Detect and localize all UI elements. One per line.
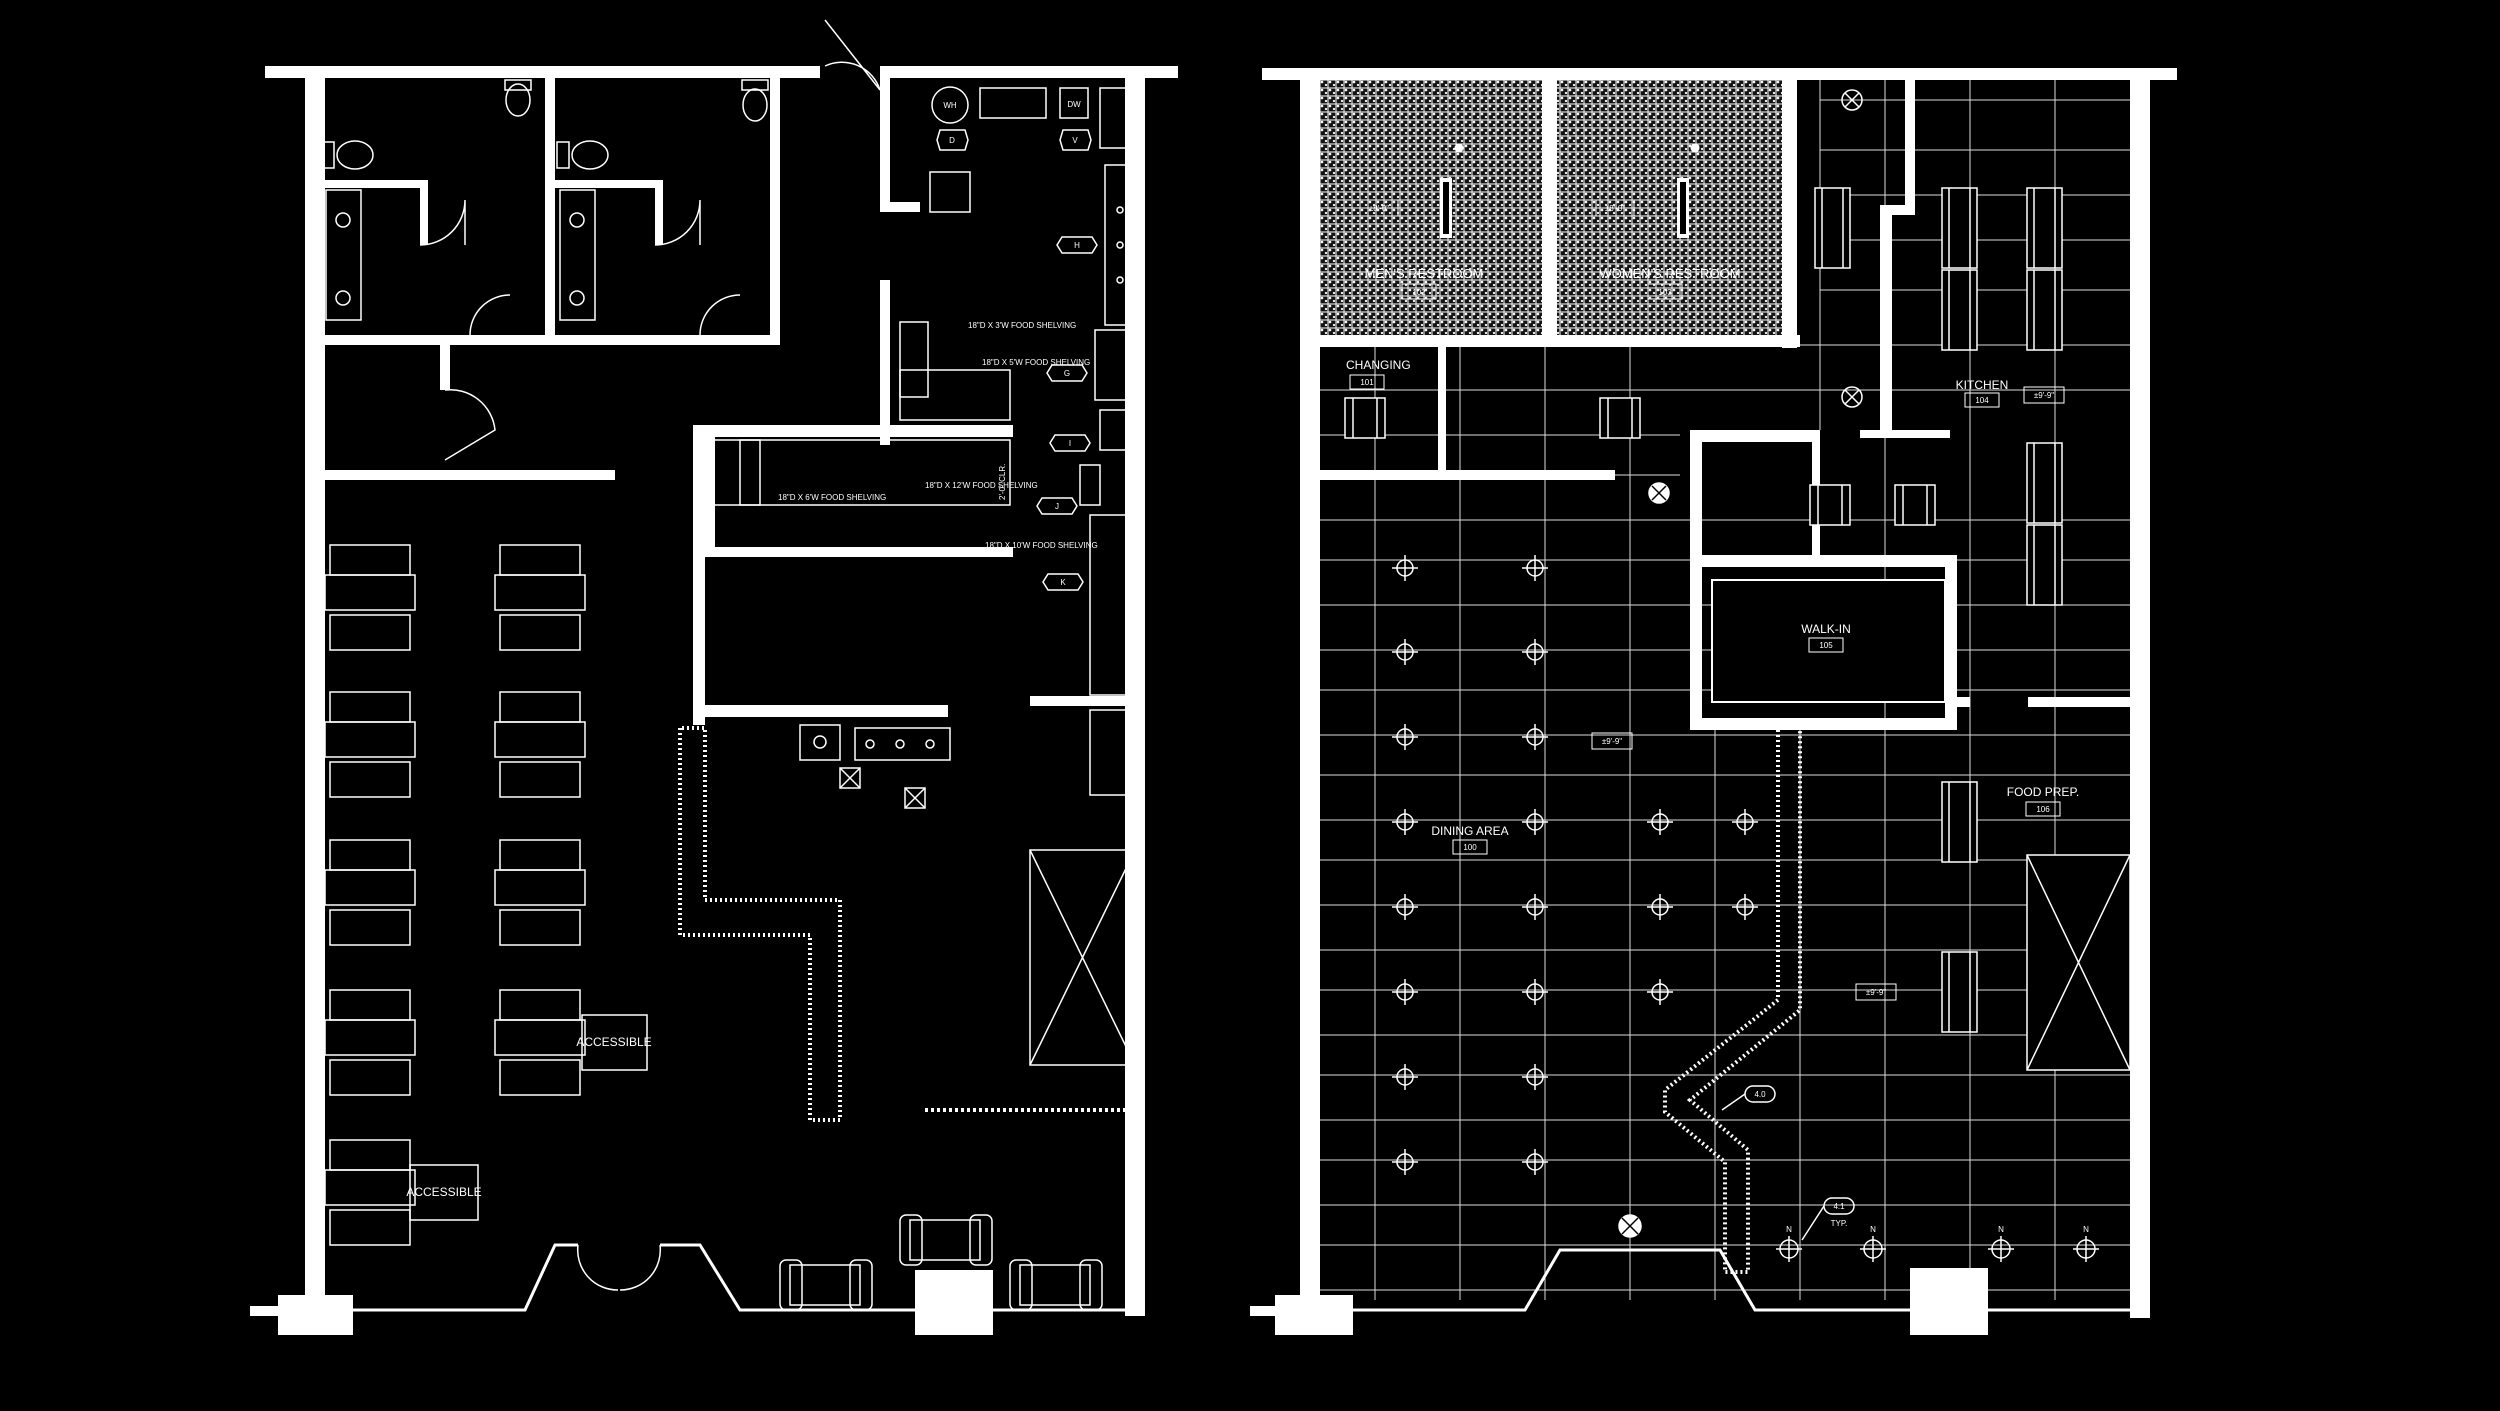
women-restroom-number: 103 — [1658, 288, 1672, 297]
shelving-note-5: 18"D X 10'W FOOD SHELVING — [985, 541, 1098, 550]
callout-4-0: 4.0 — [1754, 1090, 1766, 1099]
north-mark-3: N — [1998, 1225, 2004, 1234]
shelving-notes: 18"D X 3'W FOOD SHELVING 18"D X 5'W FOOD… — [778, 321, 1098, 550]
light-fixture — [1732, 809, 1758, 835]
floor-plan-walls — [250, 66, 1178, 1335]
north-mark-1: N — [1786, 1225, 1792, 1234]
shelving-note-3: 18"D X 12'W FOOD SHELVING — [925, 481, 1038, 490]
food-prep-number: 106 — [2036, 805, 2050, 814]
men-restroom-ceiling — [1320, 80, 1542, 335]
service-counter — [678, 726, 842, 1122]
light-fixture — [1522, 809, 1548, 835]
floor-plan: WH DW D V — [250, 19, 1178, 1335]
light-fixture — [1522, 894, 1548, 920]
appliance-d-label: D — [949, 136, 955, 145]
table-set — [494, 691, 586, 798]
north-markers: N N N N — [1776, 1225, 2099, 1262]
light-fixture — [1522, 639, 1548, 665]
women-restroom-height: ±8'-0" — [1605, 204, 1625, 213]
ceiling-plan-walls — [1250, 68, 2177, 1335]
light-fixture — [1392, 1064, 1418, 1090]
tag-h: H — [1074, 241, 1080, 250]
changing-name: CHANGING — [1346, 358, 1411, 372]
walk-in-cooler — [1711, 579, 1946, 703]
light-fixture — [1522, 724, 1548, 750]
ceiling-diffusers — [1344, 187, 2131, 1071]
soffit — [1663, 723, 1802, 1274]
room-labels: ±8'-0" MEN'S RESTROOM 102 ±8'-0" WOMEN'S… — [1346, 199, 2079, 1001]
women-restroom-ceiling — [1557, 80, 1782, 335]
shelving-note-1: 18"D X 3'W FOOD SHELVING — [968, 321, 1076, 330]
table-set — [494, 839, 586, 946]
equipment-tags: H G I J K — [1036, 236, 1098, 591]
storefront — [353, 1243, 1125, 1312]
light-fixture — [1392, 555, 1418, 581]
light-fixture — [1392, 724, 1418, 750]
dining-seating: ACCESSIBLE ACCESSIBLE — [324, 544, 1103, 1311]
kitchen-height: ±9'-9" — [2034, 391, 2054, 400]
appliance-v-label: V — [1072, 136, 1078, 145]
men-restroom-name: MEN'S RESTROOM — [1365, 266, 1484, 281]
men-restroom-height: ±8'-0" — [1369, 204, 1389, 213]
callout-4-1: 4.1 — [1833, 1202, 1845, 1211]
shelving-note-2: 18"D X 5'W FOOD SHELVING — [982, 358, 1090, 367]
north-mark-2: N — [1870, 1225, 1876, 1234]
light-fixture — [1522, 1064, 1548, 1090]
table-set — [324, 1139, 416, 1246]
light-fixture — [1647, 809, 1673, 835]
table-set — [494, 544, 586, 651]
north-mark-4: N — [2083, 1225, 2089, 1234]
kitchen-name: KITCHEN — [1956, 378, 2009, 392]
clearance-note: 2'-0" CLR. — [998, 464, 1007, 500]
tag-i: I — [1069, 439, 1071, 448]
light-fixture — [1392, 894, 1418, 920]
light-fixture — [1392, 979, 1418, 1005]
light-fixture — [1647, 979, 1673, 1005]
kitchen-equipment: WH DW D V — [709, 86, 1136, 1112]
changing-number: 101 — [1360, 378, 1374, 387]
table-set — [324, 839, 416, 946]
shelving-note-4: 18"D X 6'W FOOD SHELVING — [778, 493, 886, 502]
detail-callouts: 4.0 4.1 TYP. — [1721, 1085, 1855, 1241]
ceiling-storefront — [1353, 1248, 2130, 1312]
walk-in-number: 105 — [1819, 641, 1833, 650]
light-fixture — [1522, 979, 1548, 1005]
dishwasher-label: DW — [1067, 100, 1081, 109]
dining-number: 100 — [1463, 843, 1477, 852]
light-fixture — [1522, 555, 1548, 581]
light-fixture — [1732, 894, 1758, 920]
tag-k: K — [1060, 578, 1066, 587]
water-heater-label: WH — [943, 101, 957, 110]
food-prep-height: ±9'-9" — [1866, 988, 1886, 997]
food-prep-name: FOOD PREP. — [2007, 785, 2079, 799]
tag-g: G — [1064, 369, 1070, 378]
table-set — [494, 989, 586, 1096]
dining-height: ±9'-9" — [1602, 737, 1622, 746]
ceiling-plan: N N N N ±8'-0" MEN'S RESTROOM 102 ±8'-0"… — [1250, 68, 2177, 1335]
restroom-fixtures — [321, 19, 881, 461]
tag-j: J — [1055, 502, 1059, 511]
women-restroom-name: WOMEN'S RESTROOM — [1599, 266, 1740, 281]
kitchen-number: 104 — [1975, 396, 1989, 405]
walk-in-name: WALK-IN — [1801, 622, 1851, 636]
table-set — [324, 989, 416, 1096]
accessible-label-2: ACCESSIBLE — [406, 1185, 481, 1199]
dining-name: DINING AREA — [1431, 824, 1508, 838]
light-fixture — [1392, 1149, 1418, 1175]
light-fixtures — [1392, 555, 1758, 1175]
callout-typ: TYP. — [1831, 1219, 1848, 1228]
table-set — [324, 544, 416, 651]
light-fixture — [1522, 1149, 1548, 1175]
light-fixture — [1392, 639, 1418, 665]
light-fixture — [1647, 894, 1673, 920]
exhaust-fans — [1618, 89, 1863, 1238]
light-fixture — [1392, 809, 1418, 835]
men-restroom-number: 102 — [1412, 288, 1426, 297]
accessible-label-1: ACCESSIBLE — [576, 1035, 651, 1049]
table-set — [324, 691, 416, 798]
